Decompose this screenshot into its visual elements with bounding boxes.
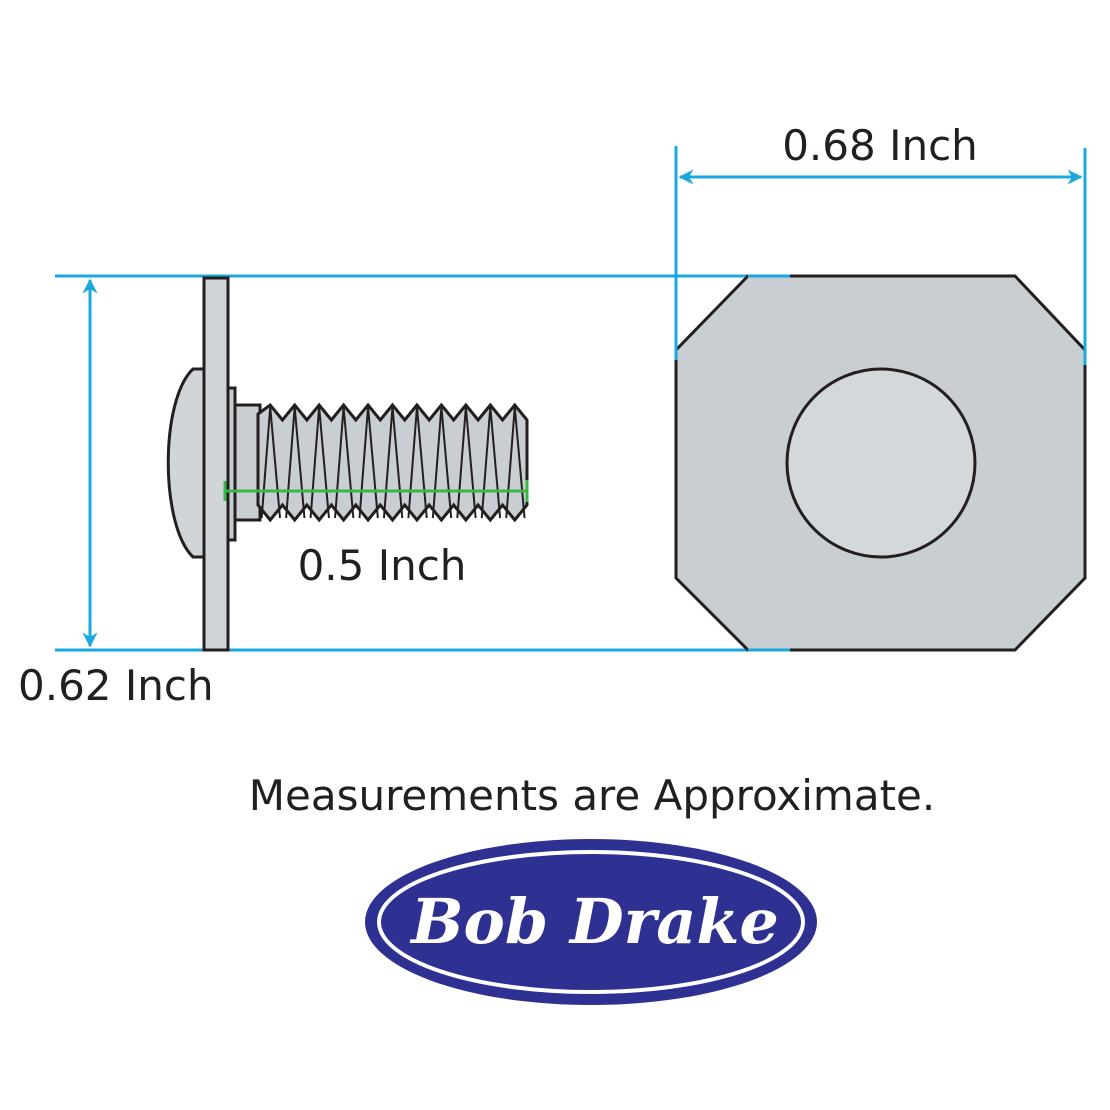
bolt-shank	[233, 403, 262, 522]
thread-line	[334, 406, 355, 519]
thread-line	[358, 406, 379, 519]
width-label: 0.68 Inch	[782, 121, 978, 170]
thread-length-label: 0.5 Inch	[298, 541, 467, 590]
thread-line	[456, 406, 477, 519]
thread-line	[285, 406, 306, 519]
thread-line	[505, 406, 526, 519]
thread-line	[431, 406, 453, 519]
bolt-head	[166, 367, 206, 559]
bob-drake-logo: Bob Drake	[365, 839, 817, 1005]
thread-line	[407, 406, 428, 519]
thread-line	[382, 406, 404, 519]
thread-line	[260, 406, 282, 519]
nut-hole	[785, 367, 977, 559]
logo-text: Bob Drake	[409, 885, 779, 958]
bolt-threads	[256, 402, 529, 523]
height-label: 0.62 Inch	[18, 661, 214, 710]
thread-line	[480, 406, 502, 519]
mounting-plate	[202, 276, 230, 652]
thread-line	[309, 406, 330, 519]
approximate-note: Measurements are Approximate.	[249, 771, 935, 820]
